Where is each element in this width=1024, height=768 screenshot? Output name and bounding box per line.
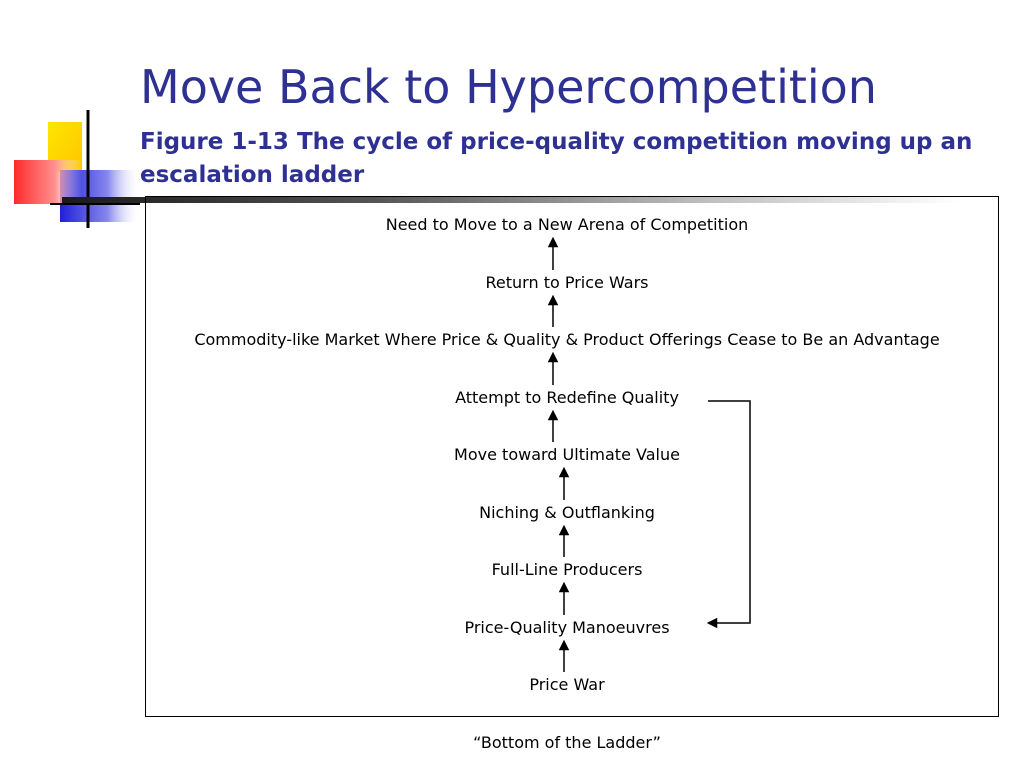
title-divider [62, 197, 962, 203]
step-niching-outflanking: Niching & Outflanking [479, 503, 655, 522]
slide-title: Move Back to Hypercompetition [140, 60, 877, 114]
feedback-loop-arrow [706, 400, 751, 629]
step-price-war: Price War [529, 675, 605, 694]
decorative-logo [14, 110, 140, 228]
ladder-bottom-caption: “Bottom of the Ladder” [473, 733, 661, 752]
step-new-arena: Need to Move to a New Arena of Competiti… [385, 215, 749, 234]
diagram-frame [145, 196, 999, 717]
step-return-price-wars: Return to Price Wars [485, 273, 649, 292]
step-ultimate-value: Move toward Ultimate Value [454, 445, 680, 464]
step-price-quality-manoeuvres: Price-Quality Manoeuvres [464, 618, 670, 637]
step-full-line-producers: Full-Line Producers [491, 560, 643, 579]
step-commodity-market: Commodity-like Market Where Price & Qual… [194, 330, 940, 349]
figure-caption: Figure 1-13 The cycle of price-quality c… [140, 129, 973, 189]
step-redefine-quality: Attempt to Redefine Quality [455, 388, 679, 407]
